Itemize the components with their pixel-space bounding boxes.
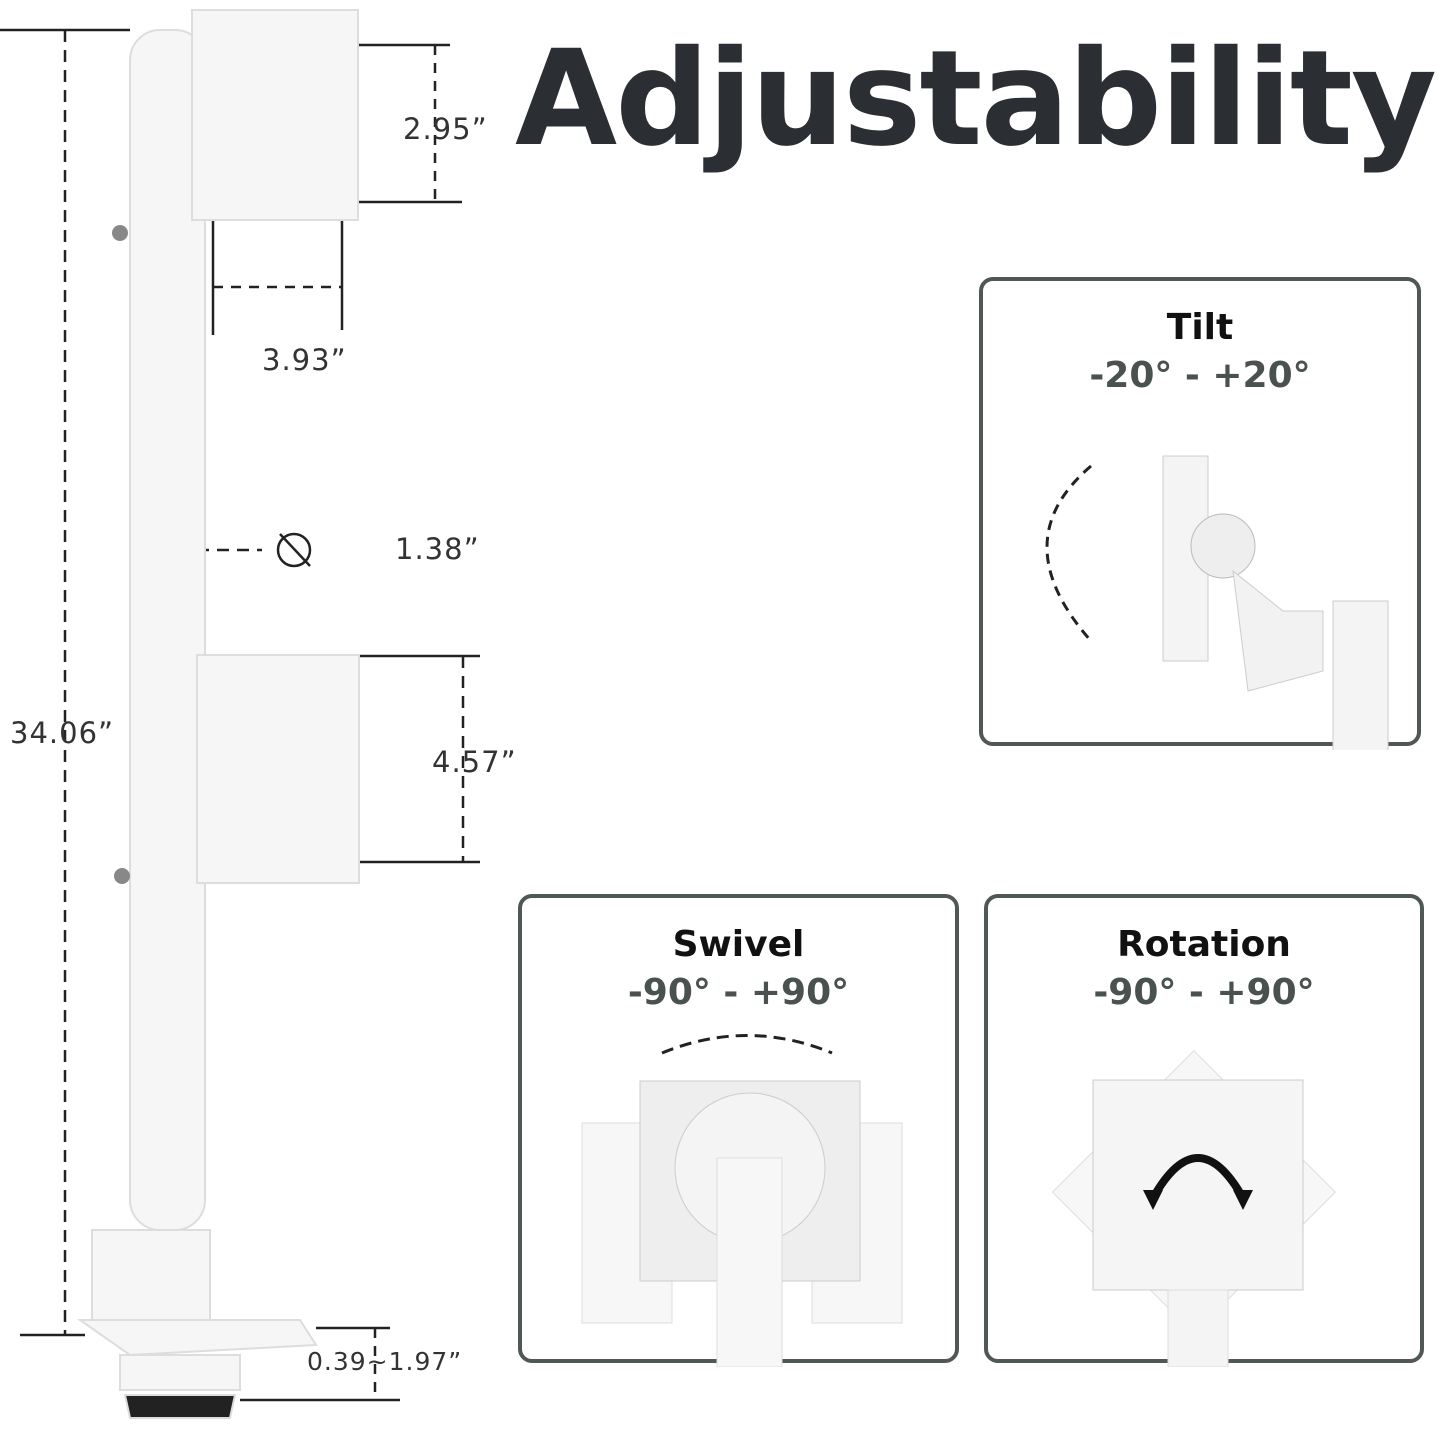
- swivel-card: Swivel -90° - +90°: [518, 894, 959, 1367]
- tilt-range: -20° - +20°: [1089, 355, 1311, 396]
- tilt-arrow-icon: [1045, 464, 1093, 642]
- dim-plate-top-height: 2.95”: [403, 112, 488, 146]
- swivel-range: -90° - +90°: [627, 972, 850, 1013]
- monitor-arm-illustration: [0, 9, 480, 1419]
- dim-total-height: 34.06”: [10, 716, 115, 750]
- page-title: Adjustability: [515, 22, 1437, 176]
- dim-plate-lower-height: 4.57”: [432, 745, 517, 779]
- tilt-card: Tilt -20° - +20°: [979, 277, 1421, 750]
- vesa-plate-lower: [196, 654, 360, 884]
- swivel-label: Swivel: [672, 924, 805, 965]
- swivel-arrow-icon: [661, 1034, 833, 1055]
- dim-pole-diameter: 1.38”: [395, 532, 480, 566]
- tilt-label: Tilt: [1166, 307, 1234, 348]
- dim-plate-width: 3.93”: [262, 343, 347, 377]
- rotation-label: Rotation: [1117, 924, 1291, 965]
- vesa-plate-top: [191, 9, 359, 221]
- rotation-range: -90° - +90°: [1093, 972, 1315, 1013]
- rotation-arrow-icon: [1149, 1154, 1247, 1200]
- rotation-card: Rotation -90° - +90°: [984, 894, 1424, 1367]
- dim-clamp-range: 0.39~1.97”: [307, 1347, 463, 1376]
